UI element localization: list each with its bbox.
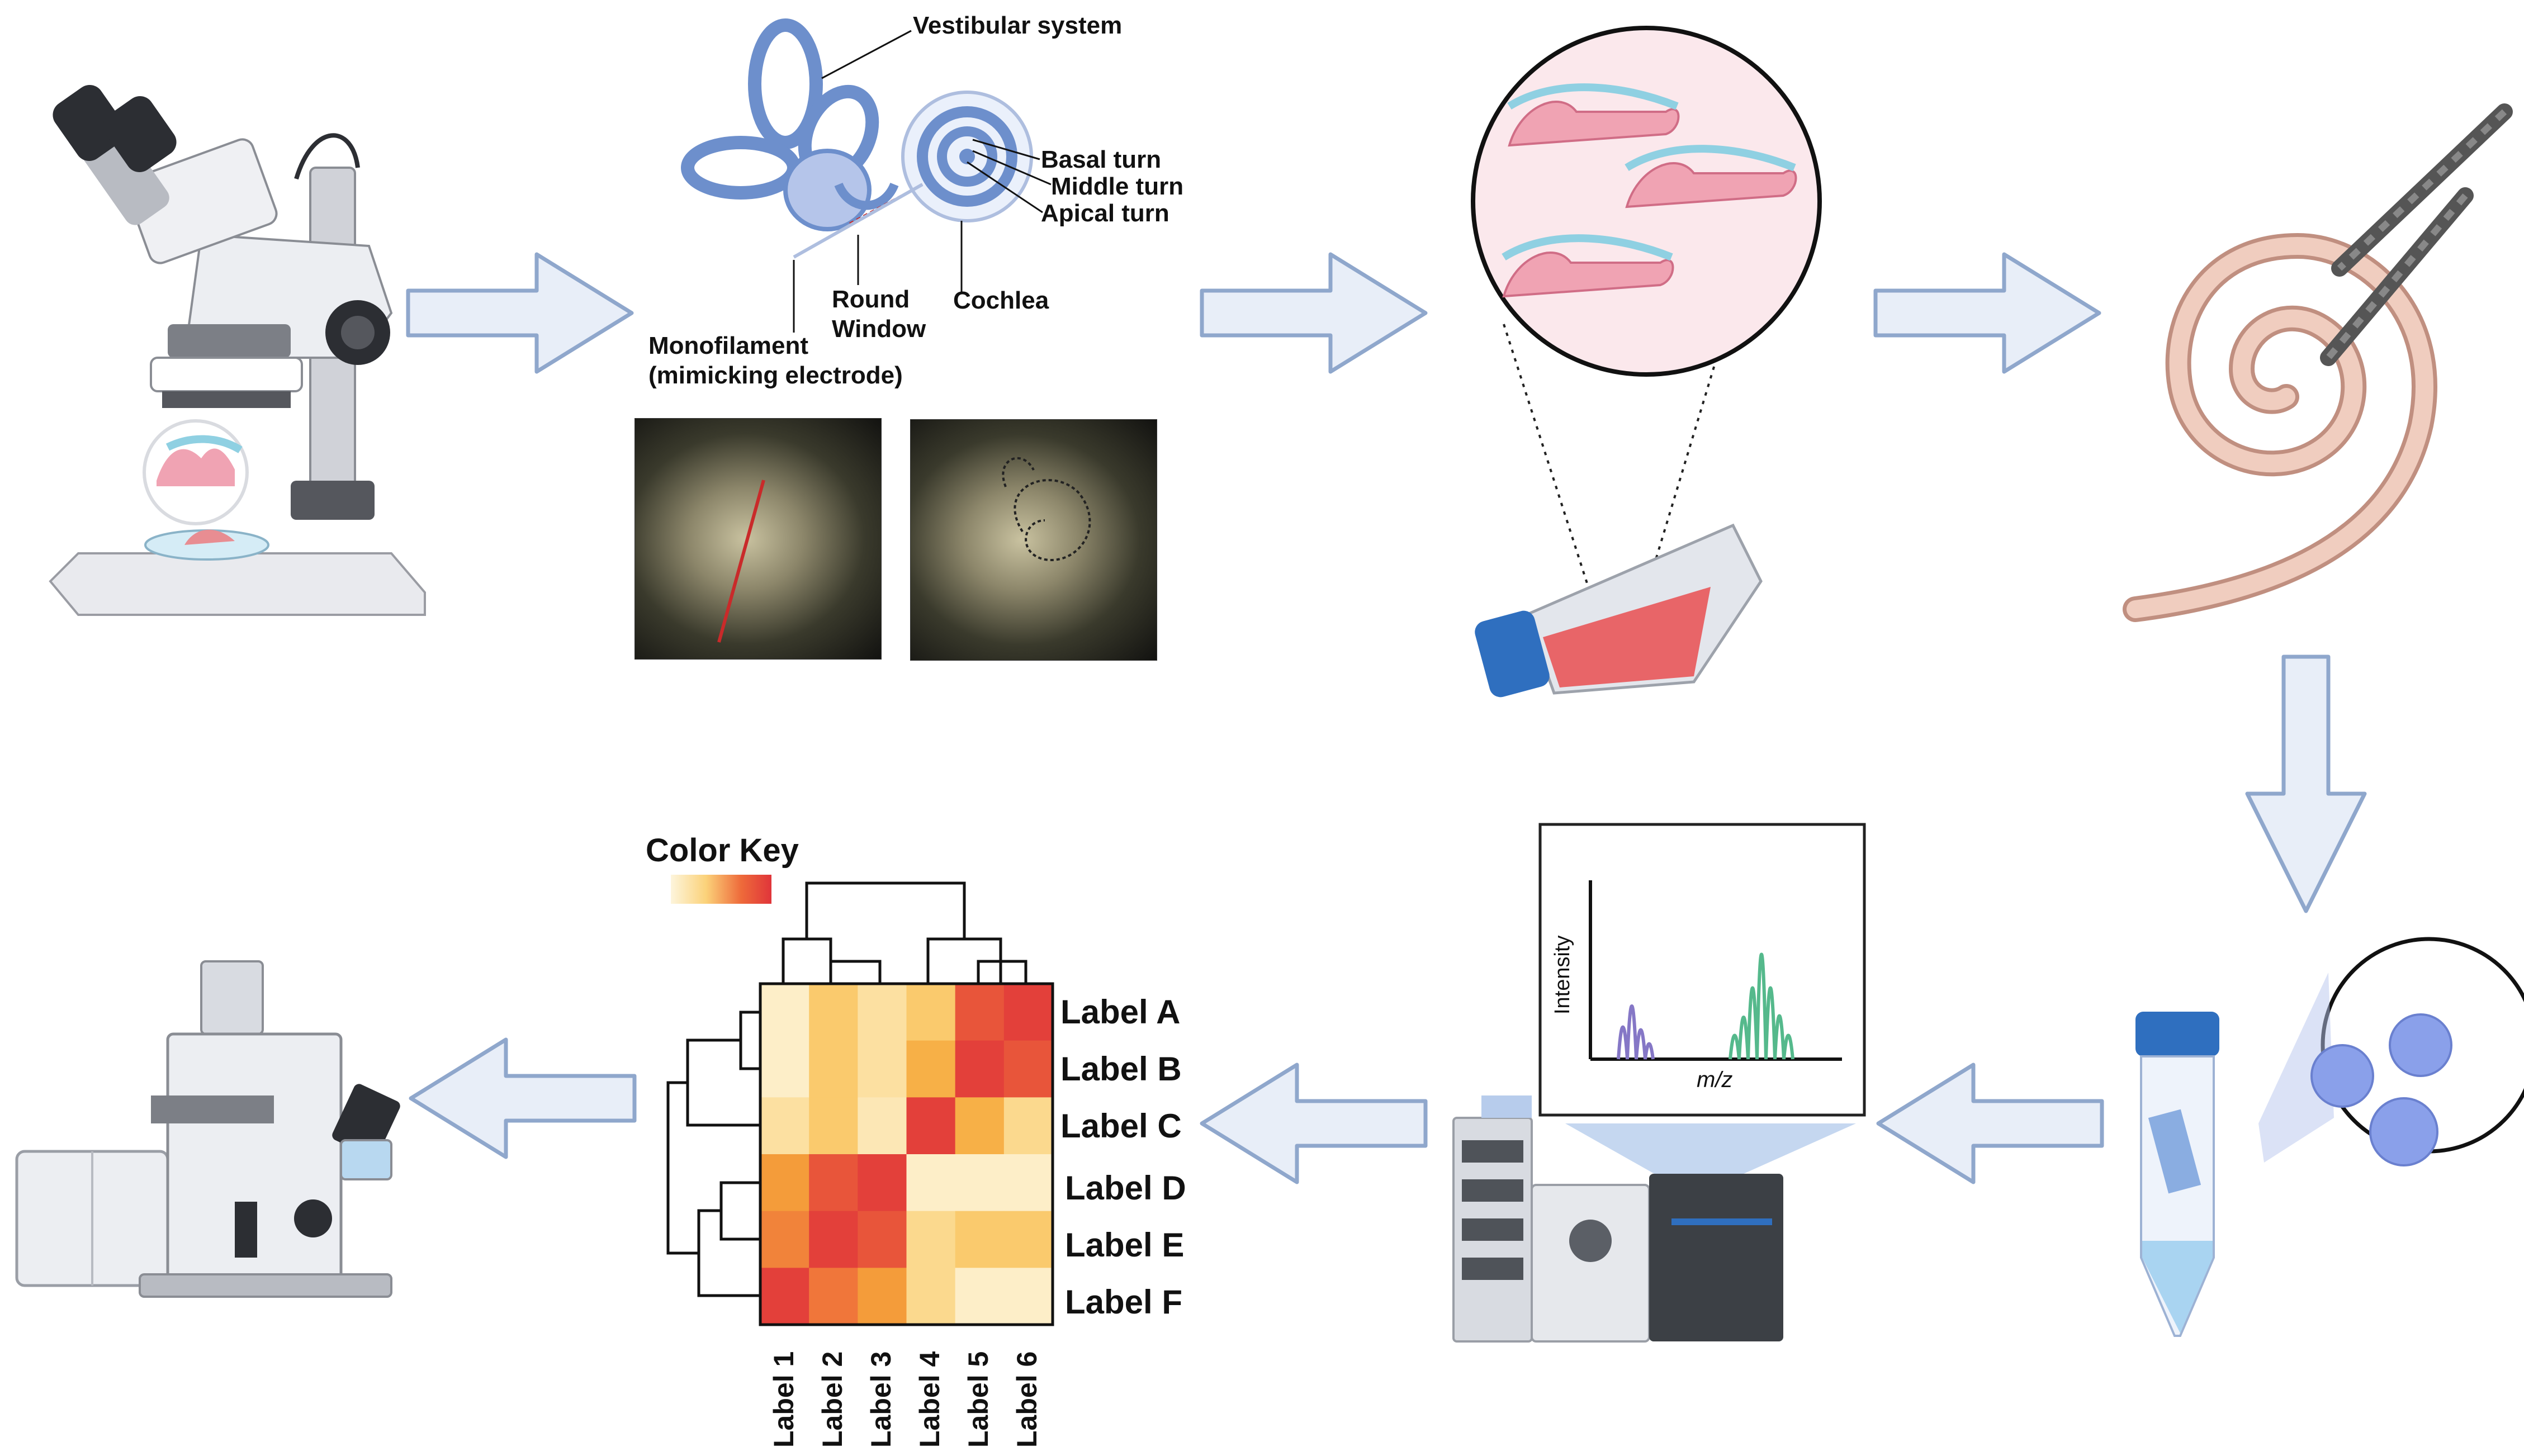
label-mimicking-electrode: (mimicking electrode) [648, 362, 903, 389]
arrow-down [2245, 655, 2367, 913]
mass-spectrum-panel [1538, 823, 1866, 1117]
heatmap-cell-r3-c5 [955, 1097, 1005, 1155]
label-apical-turn: Apical turn [1041, 200, 1169, 227]
heatmap-cell-r2-c6 [1003, 1040, 1053, 1098]
stereo-microscope-icon [49, 84, 426, 616]
falcon-tube-icon [2135, 937, 2524, 1337]
spectrum-peaks-right [1729, 952, 1794, 1060]
mass-spectrometer-icon [1452, 1095, 1856, 1343]
heatmap-cell-r3-c4 [906, 1097, 956, 1155]
heatmap-cell-r4-c4 [906, 1154, 956, 1212]
heatmap-cell-r1-c1 [760, 984, 809, 1041]
cell-culture-icon [1471, 26, 1822, 698]
heatmap-cell-r6-c5 [955, 1268, 1005, 1325]
label-monofilament: Monofilament [648, 332, 808, 359]
label-round: Round [832, 286, 910, 313]
fluorescence-microscope-icon [15, 960, 400, 1298]
arrow-right-2 [1200, 252, 1428, 374]
heatmap-cell-r3-c1 [760, 1097, 809, 1155]
heatmap-cell-r6-c3 [858, 1268, 907, 1325]
anatomy-leader-lines [793, 30, 1052, 333]
label-cochlea: Cochlea [953, 287, 1049, 314]
cochlea-photo-turns [910, 419, 1157, 661]
heatmap-cell-r6-c4 [906, 1268, 956, 1325]
row-label-d: Label D [1065, 1169, 1186, 1207]
heatmap-cell-r4-c5 [955, 1154, 1005, 1212]
heatmap-cell-r1-c6 [1003, 984, 1053, 1041]
col-label-4: Label 4 [914, 1351, 945, 1448]
col-label-3: Label 3 [865, 1351, 897, 1448]
column-dendrogram [782, 881, 1027, 984]
cochlea-photo-electrode [634, 418, 882, 660]
heatmap-cell-r3-c6 [1003, 1097, 1053, 1155]
heatmap-cell-r5-c5 [955, 1211, 1005, 1268]
heatmap-cell-r4-c6 [1003, 1154, 1053, 1212]
spectrum-xlabel: m/z [1697, 1068, 1733, 1092]
label-basal-turn: Basal turn [1041, 146, 1162, 173]
heatmap-cell-r2-c4 [906, 1040, 956, 1098]
heatmap [666, 875, 1054, 1326]
label-vestibular-system: Vestibular system [913, 12, 1123, 39]
row-dendrogram [666, 1011, 760, 1297]
arrow-left-3 [409, 1037, 637, 1159]
row-label-a: Label A [1060, 993, 1181, 1031]
heatmap-cell-r6-c1 [760, 1268, 809, 1325]
heatmap-cell-r5-c3 [858, 1211, 907, 1268]
spectrum-ylabel: Intensity [1551, 935, 1574, 1014]
heatmap-cell-r3-c2 [809, 1097, 858, 1155]
heatmap-cell-r1-c2 [809, 984, 858, 1041]
heatmap-cell-r1-c3 [858, 984, 907, 1041]
col-label-5: Label 5 [963, 1351, 994, 1448]
label-middle-turn: Middle turn [1051, 173, 1184, 200]
row-label-f: Label F [1065, 1283, 1183, 1321]
heatmap-cell-r5-c1 [760, 1211, 809, 1268]
cochlea-dissection-icon [2123, 103, 2513, 622]
col-label-6: Label 6 [1011, 1351, 1043, 1448]
heatmap-cell-r2-c5 [955, 1040, 1005, 1098]
heatmap-cell-r3-c3 [858, 1097, 907, 1155]
heatmap-cell-r5-c2 [809, 1211, 858, 1268]
row-label-b: Label B [1060, 1050, 1182, 1088]
heatmap-cell-r6-c2 [809, 1268, 858, 1325]
arrow-left-1 [1876, 1063, 2104, 1184]
heatmap-cell-r1-c5 [955, 984, 1005, 1041]
inner-ear-icon [681, 18, 1033, 259]
color-key-title: Color Key [646, 832, 799, 869]
heatmap-cell-r6-c6 [1003, 1268, 1053, 1325]
heatmap-cell-r5-c6 [1003, 1211, 1053, 1268]
heatmap-cells [760, 984, 1053, 1325]
col-label-2: Label 2 [817, 1351, 848, 1448]
row-label-e: Label E [1065, 1226, 1185, 1264]
arrow-left-2 [1200, 1063, 1428, 1184]
heatmap-cell-r2-c3 [858, 1040, 907, 1098]
heatmap-cell-r4-c2 [809, 1154, 858, 1212]
arrow-right-3 [1873, 252, 2101, 374]
heatmap-cell-r2-c2 [809, 1040, 858, 1098]
arrow-right-1 [406, 252, 634, 374]
heatmap-cell-r2-c1 [760, 1040, 809, 1098]
heatmap-cell-r5-c4 [906, 1211, 956, 1268]
row-label-c: Label C [1060, 1107, 1182, 1145]
heatmap-cell-r4-c3 [858, 1154, 907, 1212]
color-key-bar [671, 875, 771, 904]
spectrum-peaks-left [1617, 1004, 1655, 1060]
label-window: Window [832, 315, 926, 343]
col-label-1: Label 1 [768, 1351, 799, 1448]
heatmap-cell-r1-c4 [906, 984, 956, 1041]
flow-arrows [406, 252, 2367, 1184]
heatmap-cell-r4-c1 [760, 1154, 809, 1212]
